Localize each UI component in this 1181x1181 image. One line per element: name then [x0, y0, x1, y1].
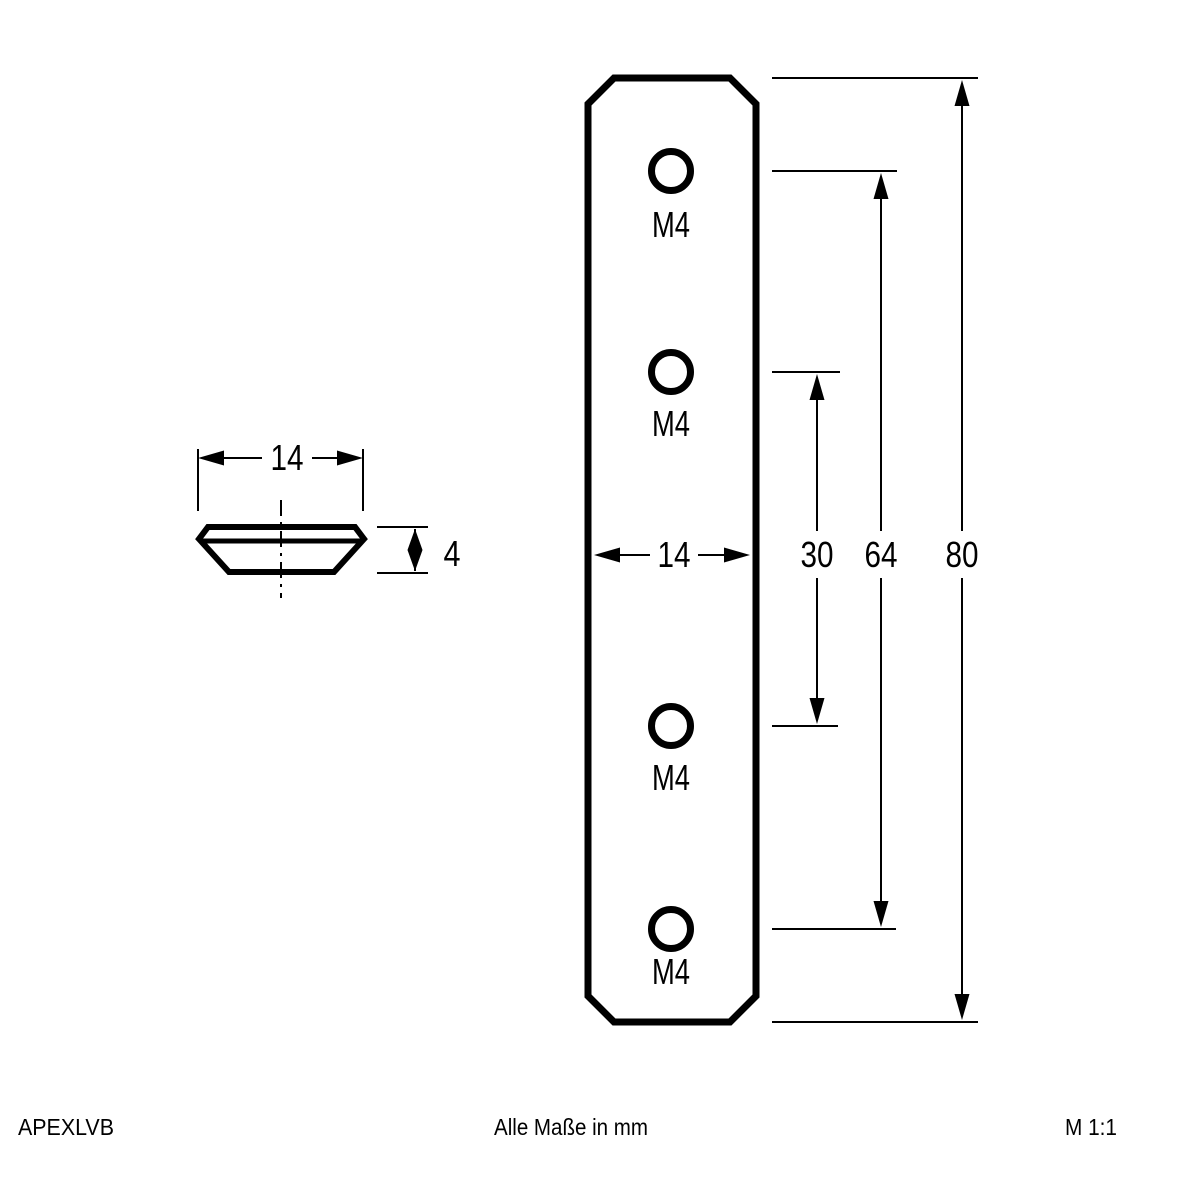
footer: APEXLVB Alle Maße in mm M 1:1	[18, 1114, 1117, 1140]
hole-circle	[648, 148, 694, 194]
overall-length-dim-label: 80	[946, 534, 979, 575]
side-view-thickness-dimension: 4	[377, 526, 461, 574]
arrowhead-down	[407, 550, 423, 571]
side-view: 14 4	[195, 437, 461, 598]
plate-outline	[584, 74, 760, 1026]
scale-label: M 1:1	[1065, 1114, 1117, 1140]
inner-spacing-dim-label: 30	[801, 534, 834, 575]
arrowhead-down	[873, 901, 889, 927]
arrowhead-up	[873, 173, 889, 199]
hole-4: M4	[648, 906, 694, 992]
hole-2: M4	[648, 349, 694, 444]
arrowhead-right	[724, 547, 750, 563]
hole-circle	[648, 906, 694, 952]
arrowhead-left	[594, 547, 620, 563]
outer-spacing-dim-label: 64	[865, 534, 898, 575]
dimension-64: 64	[865, 173, 898, 927]
hole-thread-label: M4	[652, 403, 690, 444]
side-thickness-dim-label: 4	[444, 533, 461, 574]
arrowhead-up	[809, 374, 825, 400]
part-code: APEXLVB	[18, 1114, 114, 1140]
arrowhead-down	[954, 994, 970, 1020]
front-view-width-dimension: 14	[594, 534, 750, 575]
dimension-30: 30	[801, 374, 834, 724]
units-note: Alle Maße in mm	[494, 1114, 648, 1140]
dimension-80: 80	[946, 80, 979, 1020]
hole-circle	[648, 349, 694, 395]
hole-3: M4	[648, 703, 694, 798]
arrowhead-right	[337, 450, 363, 466]
hole-thread-label: M4	[652, 204, 690, 245]
side-width-dim-label: 14	[271, 437, 304, 478]
hole-thread-label: M4	[652, 757, 690, 798]
arrowhead-up	[954, 80, 970, 106]
vertical-dimensions: 30 64 80	[772, 77, 979, 1023]
hole-thread-label: M4	[652, 951, 690, 992]
arrowhead-up	[407, 529, 423, 550]
hole-circle	[648, 703, 694, 749]
arrowhead-down	[809, 698, 825, 724]
front-width-dim-label: 14	[658, 534, 691, 575]
front-view: M4 M4 M4 M4 14	[584, 74, 760, 1026]
side-view-width-dimension: 14	[197, 437, 364, 511]
hole-1: M4	[648, 148, 694, 245]
arrowhead-left	[198, 450, 224, 466]
